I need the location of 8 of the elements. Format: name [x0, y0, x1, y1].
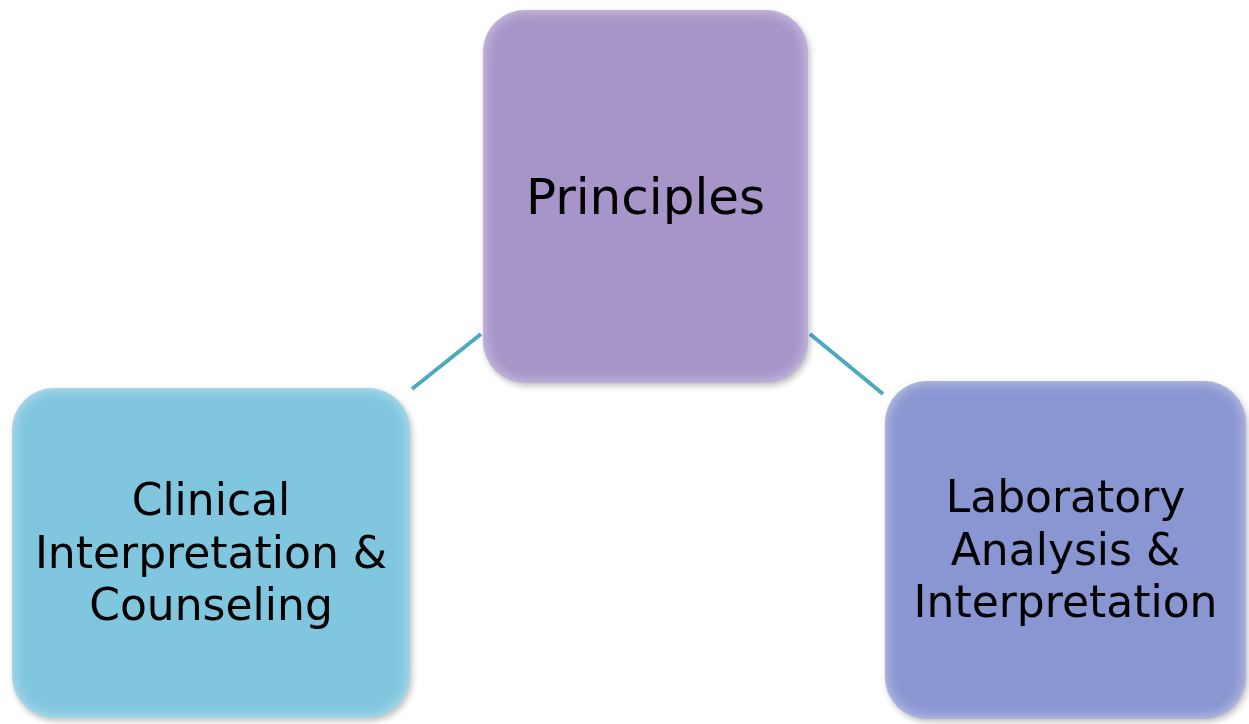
box-label: Laboratory Analysis & Interpretation — [912, 470, 1219, 630]
rounded-box — [12, 388, 410, 718]
rounded-box — [483, 10, 808, 383]
box-label: Clinical Interpretation & Counseling — [33, 473, 389, 633]
box-label: Principles — [524, 166, 767, 227]
connector-line — [808, 332, 885, 396]
rounded-box — [885, 381, 1246, 719]
connector-line — [410, 332, 483, 391]
